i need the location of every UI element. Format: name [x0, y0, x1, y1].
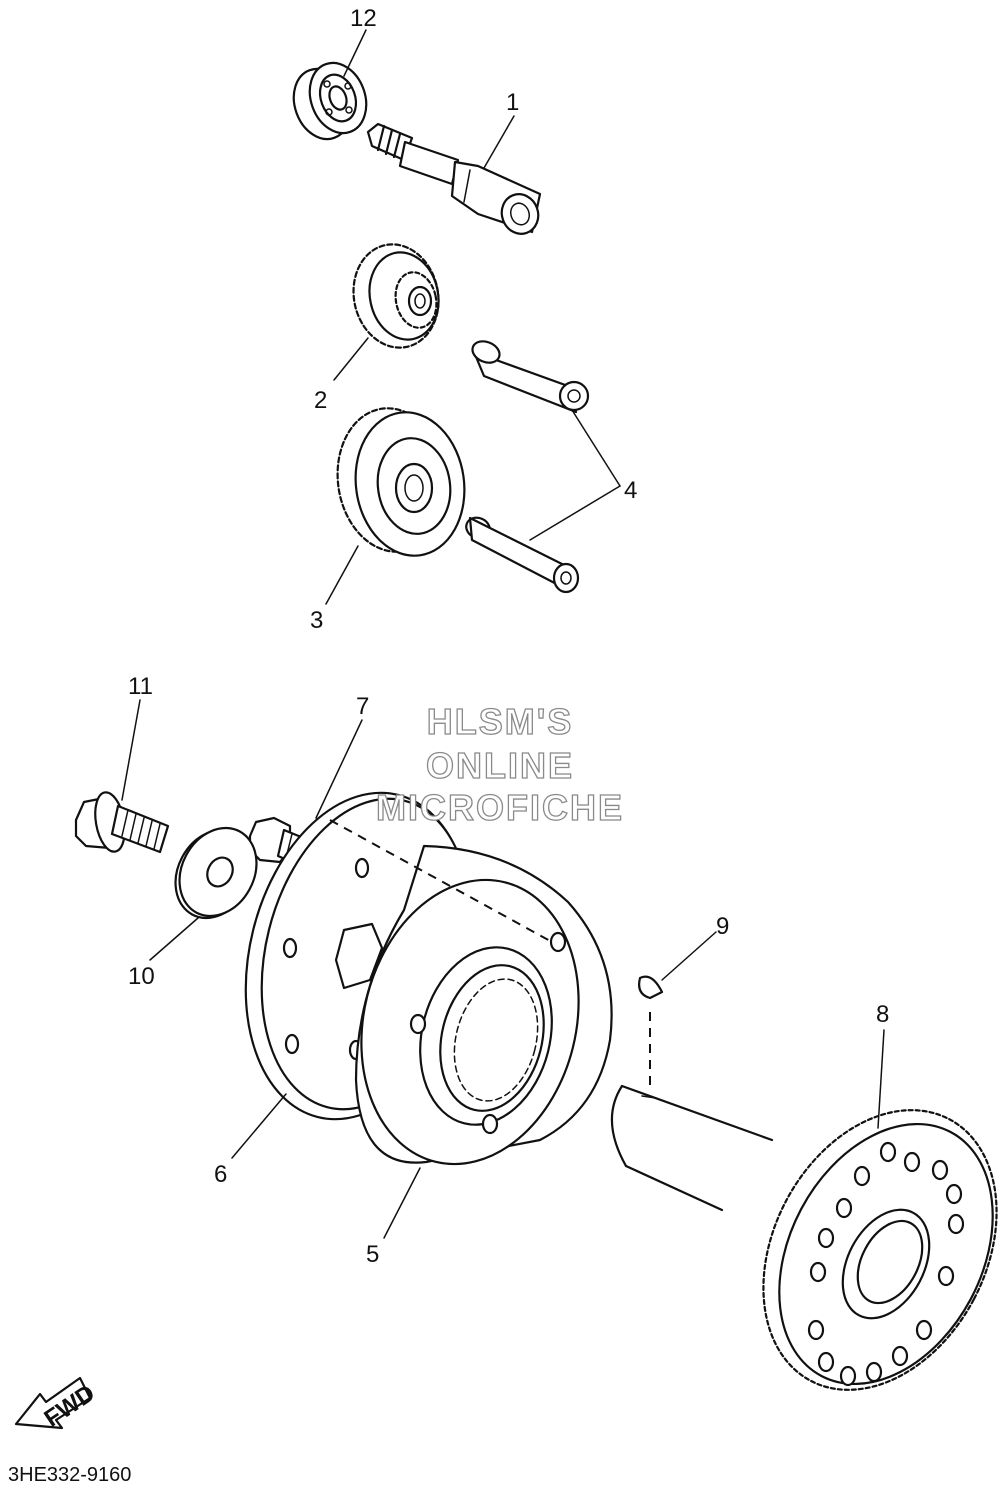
part-10-washer: [174, 826, 258, 920]
callout-11: 11: [128, 673, 153, 700]
reference-code: 3HE332-9160: [8, 1464, 132, 1486]
callout-10: 10: [128, 963, 155, 990]
callout-6: 6: [214, 1161, 227, 1188]
fwd-arrow-icon: FWD: [14, 1376, 100, 1433]
callout-8: 8: [876, 1001, 889, 1028]
callout-1: 1: [506, 89, 519, 116]
callout-9: 9: [716, 913, 729, 940]
callout-2: 2: [314, 387, 327, 414]
callout-5: 5: [366, 1241, 379, 1268]
watermark-line-2: ONLINE: [426, 745, 574, 786]
part-2-gear: [352, 243, 440, 349]
callout-3: 3: [310, 607, 323, 634]
part-11-flange-bolt: [74, 791, 170, 854]
part-5-clutch-housing: [329, 819, 613, 1166]
part-3-gear: [336, 407, 466, 557]
part-9-key: [638, 975, 664, 1088]
callout-4: 4: [624, 477, 637, 504]
part-4-pin-upper: [471, 340, 590, 414]
part-1-gear-shaft: [366, 122, 542, 235]
part-12-bearing: [292, 61, 368, 141]
callout-labels: 12 1 2 4 3 11 7 9 10 8 6 5: [128, 5, 889, 1268]
watermark-line-1: HLSM'S: [427, 701, 574, 742]
part-4-pin-lower: [465, 516, 580, 594]
callout-7: 7: [356, 693, 369, 720]
part-8-ring-gear: [762, 1109, 998, 1391]
watermark: HLSM'S ONLINE MICROFICHE: [375, 700, 624, 828]
watermark-line-3: MICROFICHE: [376, 787, 624, 828]
crank-shaft-end: [610, 1084, 774, 1212]
callout-12: 12: [350, 5, 377, 32]
leader-lines: [121, 29, 885, 1239]
